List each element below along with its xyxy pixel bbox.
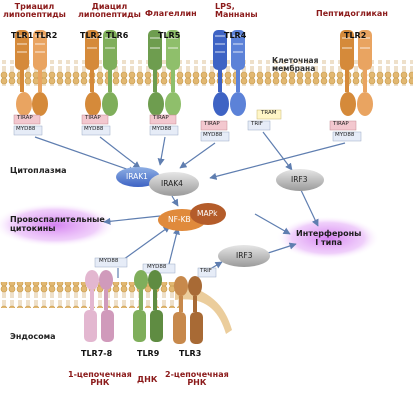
irak1-label: IRAK1 [126, 172, 148, 181]
adaptor-trif-1: TRIF [251, 121, 263, 127]
endosome-ligand-ssrna-label: 1-цепочечная РНК [68, 370, 132, 388]
adaptor-myd88-5: MYD88 [335, 132, 355, 138]
cytoplasm-label: Цитоплазма [10, 166, 67, 175]
irf3-bottom-node [218, 245, 270, 267]
adaptor-myd88-2: MYD88 [84, 126, 104, 132]
adaptor-tirap-4: TIRAP [204, 121, 220, 127]
proinflammatory-label: Провоспалительные цитокины [10, 215, 105, 234]
irak4-node [149, 172, 199, 196]
receptor-tlr2c-label: TLR2 [344, 31, 367, 40]
receptor-tlr6-label: TLR6 [106, 31, 129, 40]
adaptor-tirap-2: TIRAP [85, 115, 101, 121]
tlr5-dimer [148, 30, 181, 116]
ligand-triacyl-label: Триацил липопептиды [3, 2, 66, 20]
ligand-lps-label: LPS, Маннаны [215, 2, 258, 20]
tlr1-tlr2-dimer [15, 30, 48, 116]
endosome-label: Эндосома [10, 332, 56, 341]
receptor-tlr1-label: TLR1 [11, 31, 34, 40]
proinflammatory-glow [0, 203, 117, 247]
adaptor-myd88-4: MYD88 [203, 132, 223, 138]
receptor-tlr9-label: TLR9 [137, 349, 160, 358]
ligand-peptidoglycan-label: Пептидогликан [316, 9, 388, 18]
endosome-ligand-dsrna-label: 2-цепочечная РНК [165, 370, 229, 388]
tlr9-dimer [133, 270, 163, 342]
endosome-ligand-dna-label: ДНК [137, 375, 158, 384]
tlr4-dimer [213, 30, 246, 116]
cell-membrane-label: Клеточная мембрана [272, 56, 319, 73]
tlr2-tlr6-dimer [85, 30, 118, 116]
adaptor-myd88-endo-2: MYD88 [147, 264, 167, 270]
irak1-node [116, 167, 160, 187]
mapk-label: MAPk [197, 209, 218, 218]
ligand-flagellin-label: Флагеллин [145, 9, 197, 18]
adaptor-tram: TRAM [261, 110, 277, 116]
receptor-tlr4-label: TLR4 [224, 31, 247, 40]
adaptor-boxes [13, 109, 362, 142]
irf3-bottom-label: IRF3 [236, 251, 253, 260]
endosome-adaptors [94, 257, 217, 278]
irf3-top-node [276, 169, 324, 191]
adaptor-tirap-5: TIRAP [333, 121, 349, 127]
adaptor-tirap-3: TIRAP [153, 115, 169, 121]
interferons-glow [276, 216, 380, 260]
adaptor-myd88-endo-1: MYD88 [99, 258, 119, 264]
mapk-node [190, 203, 226, 225]
receptor-tlr78-label: TLR7-8 [81, 349, 113, 358]
receptor-tlr5-label: TLR5 [158, 31, 181, 40]
tlr2-peptidoglycan-dimer [340, 30, 373, 116]
signal-arrows [34, 131, 346, 286]
adaptor-myd88-3: MYD88 [152, 126, 172, 132]
tlr78-dimer [84, 270, 114, 342]
tlr3-dimer [173, 276, 203, 344]
adaptor-tirap-1: TIRAP [17, 115, 33, 121]
irf3-top-label: IRF3 [291, 175, 308, 184]
nfkb-label: NF-KB [168, 215, 191, 224]
receptor-tlr3-label: TLR3 [179, 349, 202, 358]
irak4-label: IRAK4 [161, 179, 183, 188]
ligand-diacyl-label: Диацил липопептиды [78, 2, 141, 20]
adaptor-myd88-1: MYD88 [16, 126, 36, 132]
receptor-tlr2a-label: TLR2 [35, 31, 58, 40]
adaptor-trif-2: TRIF [200, 268, 212, 274]
interferons-label: Интерфероны I типа [296, 229, 362, 248]
receptor-tlr2b-label: TLR2 [80, 31, 103, 40]
